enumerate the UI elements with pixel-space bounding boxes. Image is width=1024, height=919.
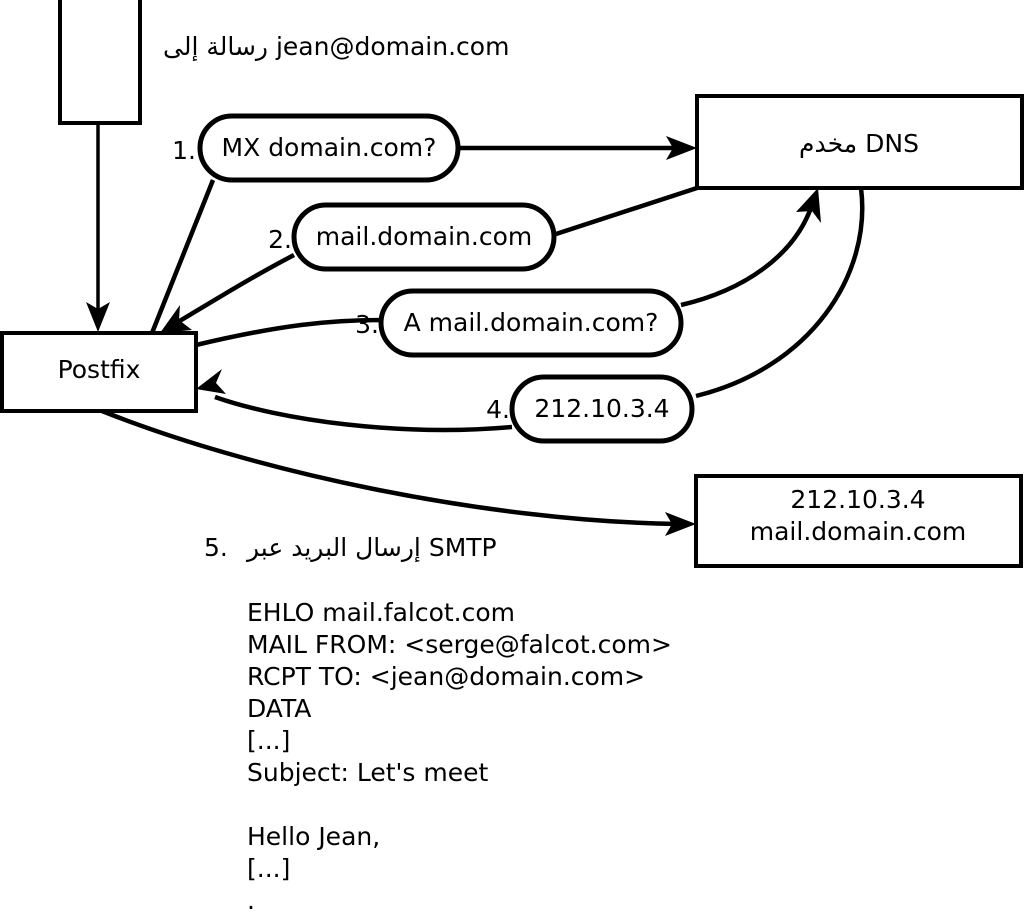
node-postfix-box	[0, 331, 198, 413]
edge-step4-to-postfix	[214, 394, 513, 433]
node-mailserver-ip: 212.10.3.4	[790, 485, 925, 514]
step-1-bubble	[197, 113, 461, 183]
step-1-number: 1.	[172, 136, 196, 165]
node-mailserver-host: mail.domain.com	[750, 517, 966, 546]
step-5-number: 5.	[204, 533, 228, 562]
step-5-label: إرسال البريد عبر SMTP	[245, 533, 497, 563]
step-3-bubble	[378, 288, 684, 358]
step-4-bubble	[509, 374, 695, 444]
diagram-caption: رسالة إلى jean@domain.com	[163, 32, 509, 62]
edge-step3-to-dns	[680, 204, 815, 308]
transcript-line-1: MAIL FROM: <serge@falcot.com>	[247, 630, 672, 659]
arrowhead-step2-to-postfix	[160, 305, 192, 333]
step-2-label: mail.domain.com	[316, 222, 532, 251]
step-3-label: A mail.domain.com?	[404, 308, 659, 337]
edge-step1-tail-to-postfix	[149, 179, 216, 334]
transcript-line-4: [...]	[247, 726, 290, 755]
edge-postfix-to-step3	[195, 317, 383, 348]
node-postfix-label: Postfix	[58, 355, 141, 384]
arrowhead-client-to-postfix	[86, 302, 110, 332]
edge-dns-to-step4	[695, 187, 865, 399]
step-2-bubble	[291, 202, 557, 272]
edge-dns-to-step2	[555, 185, 698, 237]
transcript-line-2: RCPT TO: <jean@domain.com>	[247, 662, 645, 691]
arrowhead-step1-to-dns	[666, 136, 697, 160]
node-dns-box	[695, 94, 1024, 190]
arrowhead-step4-to-postfix	[196, 369, 226, 394]
arrowhead-postfix-to-mailserver	[665, 512, 696, 536]
node-dns-label: مخدم DNS	[799, 129, 919, 158]
step-4-number: 4.	[486, 395, 510, 424]
transcript-line-7: Hello Jean,	[247, 822, 380, 851]
transcript-line-0: EHLO mail.falcot.com	[247, 598, 515, 627]
edge-postfix-to-mailserver	[101, 408, 679, 527]
transcript-line-5: Subject: Let's meet	[247, 758, 488, 787]
step-1-label: MX domain.com?	[222, 133, 437, 162]
transcript-line-8: [...]	[247, 854, 290, 883]
step-4-label: 212.10.3.4	[534, 394, 669, 423]
node-mailserver-box	[694, 474, 1023, 568]
arrowhead-step3-to-dns	[796, 188, 821, 223]
transcript-line-9: .	[247, 886, 255, 915]
edge-step2-to-postfix	[176, 253, 296, 324]
step-3-number: 3.	[355, 310, 379, 339]
node-client-box	[58, 0, 142, 125]
transcript-line-3: DATA	[247, 694, 311, 723]
step-2-number: 2.	[268, 225, 292, 254]
